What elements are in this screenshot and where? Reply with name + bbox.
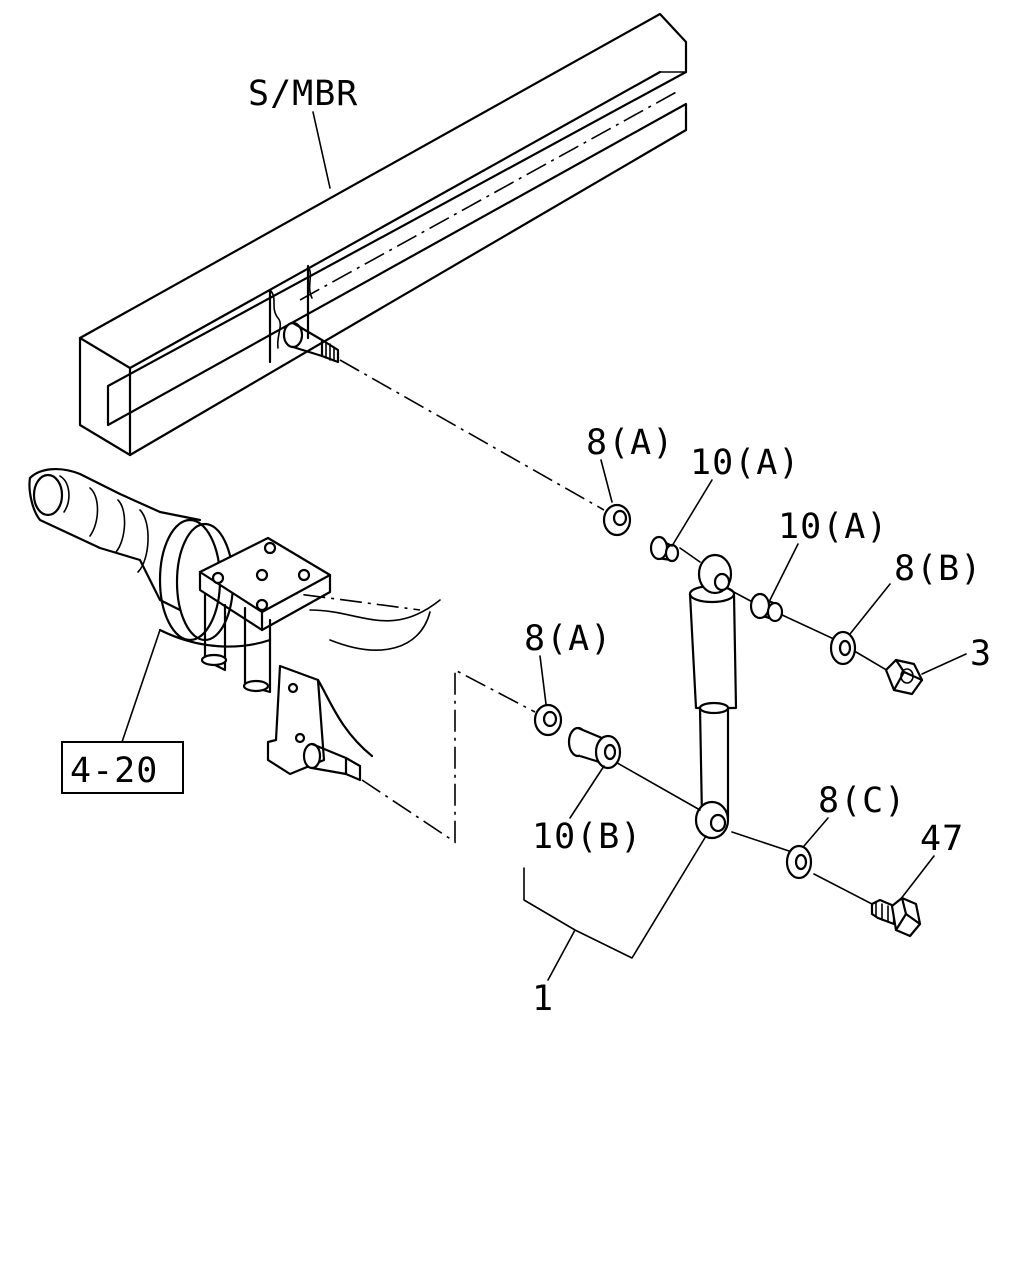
ref-label-4-20: 4-20 (70, 751, 158, 791)
label-8b: 8(B) (894, 549, 982, 589)
leader-10a-left (671, 479, 713, 547)
leader-3 (921, 653, 967, 675)
washer-8b (829, 630, 857, 666)
label-8a-lower: 8(A) (524, 619, 612, 659)
bushing-10a-left (649, 535, 680, 563)
bushing-10a-right (749, 592, 784, 623)
lower-axis-line (611, 759, 873, 905)
mounting-stud-upper (282, 321, 340, 364)
leader-8c (803, 817, 829, 847)
lower-mount-bracket (266, 664, 374, 782)
leader-8a-upper (600, 459, 613, 503)
side-member-rail (78, 12, 688, 457)
side-member-leader (312, 111, 331, 189)
label-10a-right: 10(A) (778, 507, 888, 547)
ref-leader (121, 629, 161, 743)
leader-1 (523, 835, 707, 981)
label-3: 3 (970, 634, 992, 674)
side-member-label: S/MBR (248, 74, 358, 114)
leader-8a-lower (539, 655, 547, 705)
label-47: 47 (920, 819, 964, 859)
washer-8a-lower (533, 703, 563, 737)
ref-box-4-20 (61, 741, 184, 794)
shock-absorber (688, 553, 738, 840)
nut-3 (884, 658, 924, 696)
bolt-47 (870, 896, 922, 938)
leader-47 (899, 855, 935, 901)
washer-8c (785, 844, 813, 880)
spring-seat-bracket (198, 536, 332, 694)
label-10a-left: 10(A) (690, 443, 800, 483)
label-10b: 10(B) (532, 817, 642, 857)
bushing-10b (567, 726, 622, 770)
lower-assembly-line (361, 668, 536, 844)
washer-8a-upper (602, 503, 632, 537)
label-8c: 8(C) (818, 781, 906, 821)
upper-assembly-line (339, 359, 605, 511)
leader-8b (849, 583, 891, 635)
leader-10a-right (769, 543, 799, 601)
label-1: 1 (532, 979, 554, 1019)
label-8a-upper: 8(A) (586, 423, 674, 463)
leader-10b (569, 765, 605, 819)
